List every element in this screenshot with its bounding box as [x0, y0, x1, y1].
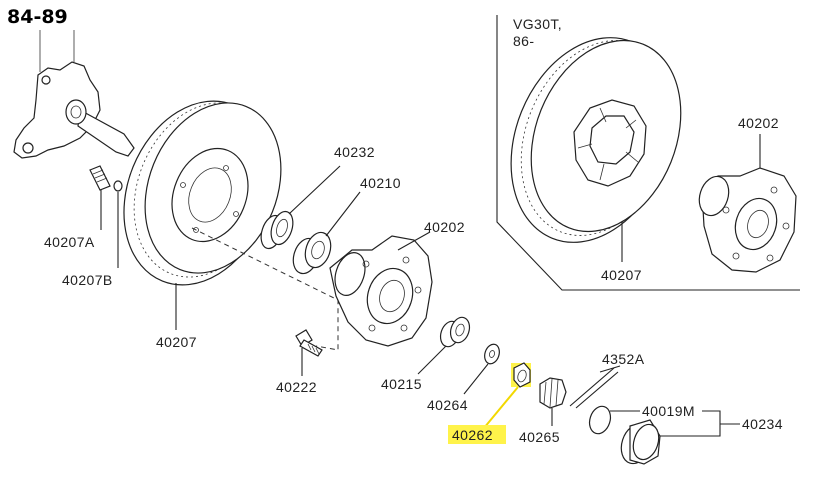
- bolt-40207a-drawing: [89, 165, 111, 191]
- label-40202-main: 40202: [424, 219, 465, 235]
- lock-cap-40265-drawing: [539, 377, 567, 409]
- label-40207a: 40207A: [44, 234, 95, 250]
- steering-knuckle-drawing: [13, 30, 135, 159]
- variant-note-line1: VG30T,: [513, 16, 562, 32]
- leader-40262: [483, 386, 519, 429]
- hub-40202-drawing: [329, 235, 433, 347]
- label-40207b: 40207B: [62, 272, 113, 288]
- label-40019m: 40019M: [642, 403, 695, 419]
- assembly-dash-lines: [191, 227, 339, 351]
- label-40262: 40262: [452, 427, 493, 443]
- label-40232: 40232: [334, 144, 375, 160]
- label-40202-inset: 40202: [738, 115, 779, 131]
- grease-cap-40234-drawing: [620, 419, 661, 465]
- bearing-40215-drawing: [439, 316, 471, 348]
- label-40222: 40222: [276, 379, 317, 395]
- label-40210: 40210: [360, 175, 401, 191]
- hub-inset-drawing: [698, 167, 797, 273]
- washer-40207b-drawing: [113, 180, 123, 192]
- label-40215: 40215: [381, 376, 422, 392]
- highlight-40262: [448, 425, 506, 444]
- leader-40202-main: [397, 231, 431, 251]
- label-40265: 40265: [519, 429, 560, 445]
- inset-border: [496, 15, 800, 291]
- cotter-pin-4352a-drawing-2: [575, 371, 619, 409]
- leader-40232: [288, 165, 341, 215]
- cotter-pin-4352a-drawing: [569, 367, 615, 407]
- leader-40264: [463, 363, 489, 395]
- label-40207-main: 40207: [156, 334, 197, 350]
- washer-40264-drawing: [484, 343, 500, 365]
- seal-40232-drawing: [260, 210, 294, 250]
- leader-40215: [417, 345, 447, 375]
- variant-note-line2: 86-: [513, 33, 534, 49]
- label-40264: 40264: [427, 397, 468, 413]
- leader-4352a: [599, 365, 621, 373]
- leader-40210: [325, 191, 361, 237]
- nut-40262-drawing: [511, 362, 531, 388]
- stud-40222-drawing: [295, 329, 323, 357]
- label-40234: 40234: [742, 416, 783, 432]
- bearing-40210-drawing: [292, 231, 332, 275]
- label-4352a: 4352A: [602, 351, 645, 367]
- label-40207-inset: 40207: [601, 267, 642, 283]
- brake-rotor-main-drawing: [123, 100, 282, 286]
- o-ring-40019m-drawing: [588, 405, 612, 435]
- brake-rotor-inset-drawing: [510, 37, 682, 243]
- year-range-header: 84-89: [7, 6, 68, 28]
